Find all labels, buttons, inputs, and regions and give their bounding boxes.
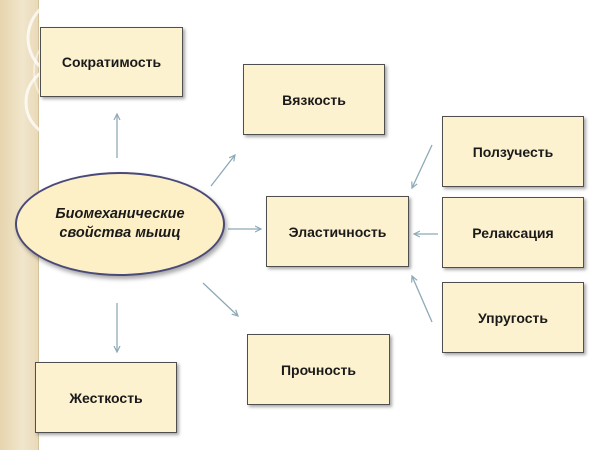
- node-relaksaciya: Релаксация: [442, 197, 584, 268]
- node-zhestkost-label: Жесткость: [69, 389, 143, 406]
- node-vyazkost: Вязкость: [243, 64, 385, 135]
- node-prochnost: Прочность: [247, 334, 390, 405]
- node-sokratimost: Сократимость: [40, 27, 183, 97]
- arrow-from-uprugost: [412, 276, 433, 323]
- node-elastichnost-label: Эластичность: [288, 223, 387, 240]
- node-uprugost-label: Упругость: [477, 309, 549, 326]
- arrow-from-polzuchest: [412, 144, 433, 188]
- arrow-to-vyazkost: [210, 155, 235, 187]
- node-polzuchest: Ползучесть: [442, 116, 584, 187]
- node-prochnost-label: Прочность: [280, 361, 357, 378]
- node-elastichnost: Эластичность: [266, 196, 409, 267]
- node-relaksaciya-label: Релаксация: [472, 224, 554, 241]
- center-label: Биомеханические свойства мышц: [55, 206, 185, 241]
- node-uprugost: Упругость: [442, 282, 584, 353]
- node-zhestkost: Жесткость: [35, 362, 177, 433]
- node-vyazkost-label: Вязкость: [282, 91, 346, 108]
- center-ellipse: Биомеханические свойства мышц: [15, 172, 225, 276]
- arrow-to-prochnost: [202, 282, 238, 316]
- node-polzuchest-label: Ползучесть: [472, 143, 554, 160]
- node-sokratimost-label: Сократимость: [61, 54, 162, 70]
